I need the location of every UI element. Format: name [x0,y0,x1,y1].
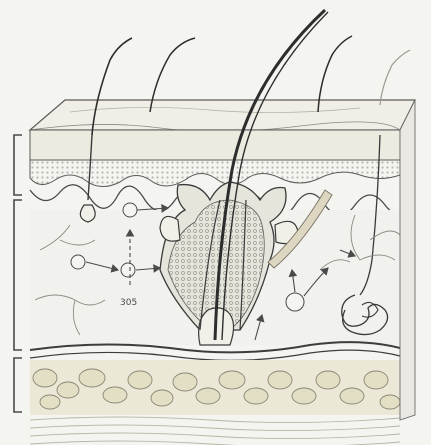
skin-surface-top [30,100,415,130]
cell-1 [123,203,137,217]
subcutis-layer [30,360,400,415]
epidermis-layer [30,130,400,160]
box-side-face [400,100,415,420]
cell-2 [71,255,85,269]
cell-3 [121,263,135,277]
diagram-label: 305 [120,298,137,308]
cell-4 [286,293,304,311]
